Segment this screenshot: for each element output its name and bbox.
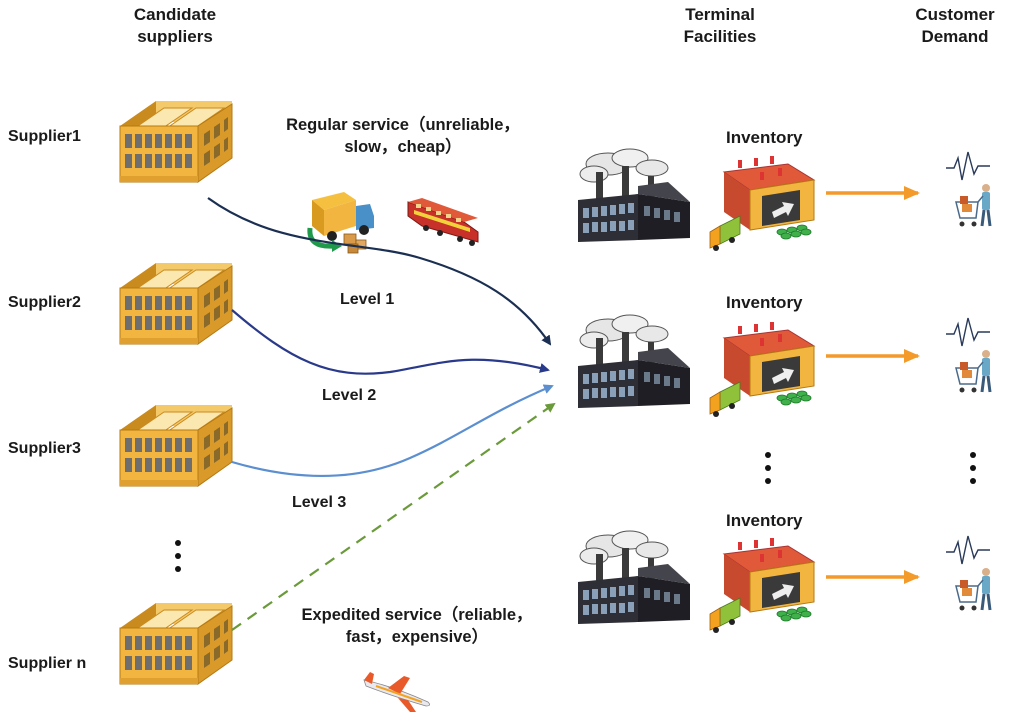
supplier-n-building xyxy=(119,602,233,685)
candidate-suppliers-header: Candidate suppliers xyxy=(133,5,217,46)
supplier-2-building xyxy=(119,262,233,345)
customer-3-icon xyxy=(944,534,992,612)
customer-2-icon xyxy=(944,316,992,394)
factory-3-icon xyxy=(577,530,691,625)
facilities-ellipsis xyxy=(765,452,771,491)
warehouse-1-icon xyxy=(709,155,815,252)
train-icon xyxy=(407,198,479,246)
supplier-3-building xyxy=(119,404,233,487)
customer-demand-header: Customer Demand xyxy=(915,5,995,46)
factory-1-icon xyxy=(577,148,691,243)
supplier-1-building xyxy=(119,100,233,183)
demand-ellipsis xyxy=(970,452,976,491)
supplier-1-label: Supplier1 xyxy=(8,128,81,145)
warehouse-3-icon xyxy=(709,537,815,634)
level-3-label: Level 3 xyxy=(292,494,347,511)
inventory-label-2: Inventory xyxy=(726,293,803,312)
terminal-facilities-header: Terminal Facilities xyxy=(683,5,757,46)
level-2-arrow xyxy=(231,309,550,375)
level-1-arrow xyxy=(207,197,552,346)
factory-2-icon xyxy=(577,314,691,409)
expedited-service-label: Expedited service（reliable， fast，expensi… xyxy=(301,606,533,646)
level-2-label: Level 2 xyxy=(322,387,377,404)
inventory-label-1: Inventory xyxy=(726,128,803,147)
expedited-arrow xyxy=(231,402,556,631)
supplier-n-label: Supplier n xyxy=(8,655,87,672)
airplane-icon xyxy=(363,672,430,712)
supplier-3-label: Supplier3 xyxy=(8,440,81,457)
inventory-label-3: Inventory xyxy=(726,511,803,530)
level-3-arrow xyxy=(231,384,554,477)
supplier-2-label: Supplier2 xyxy=(8,294,81,311)
suppliers-ellipsis xyxy=(175,540,181,579)
warehouse-2-icon xyxy=(709,321,815,418)
regular-service-label: Regular service（unreliable， slow，cheap） xyxy=(286,116,520,156)
level-1-label: Level 1 xyxy=(340,291,395,308)
customer-1-icon xyxy=(944,150,992,228)
